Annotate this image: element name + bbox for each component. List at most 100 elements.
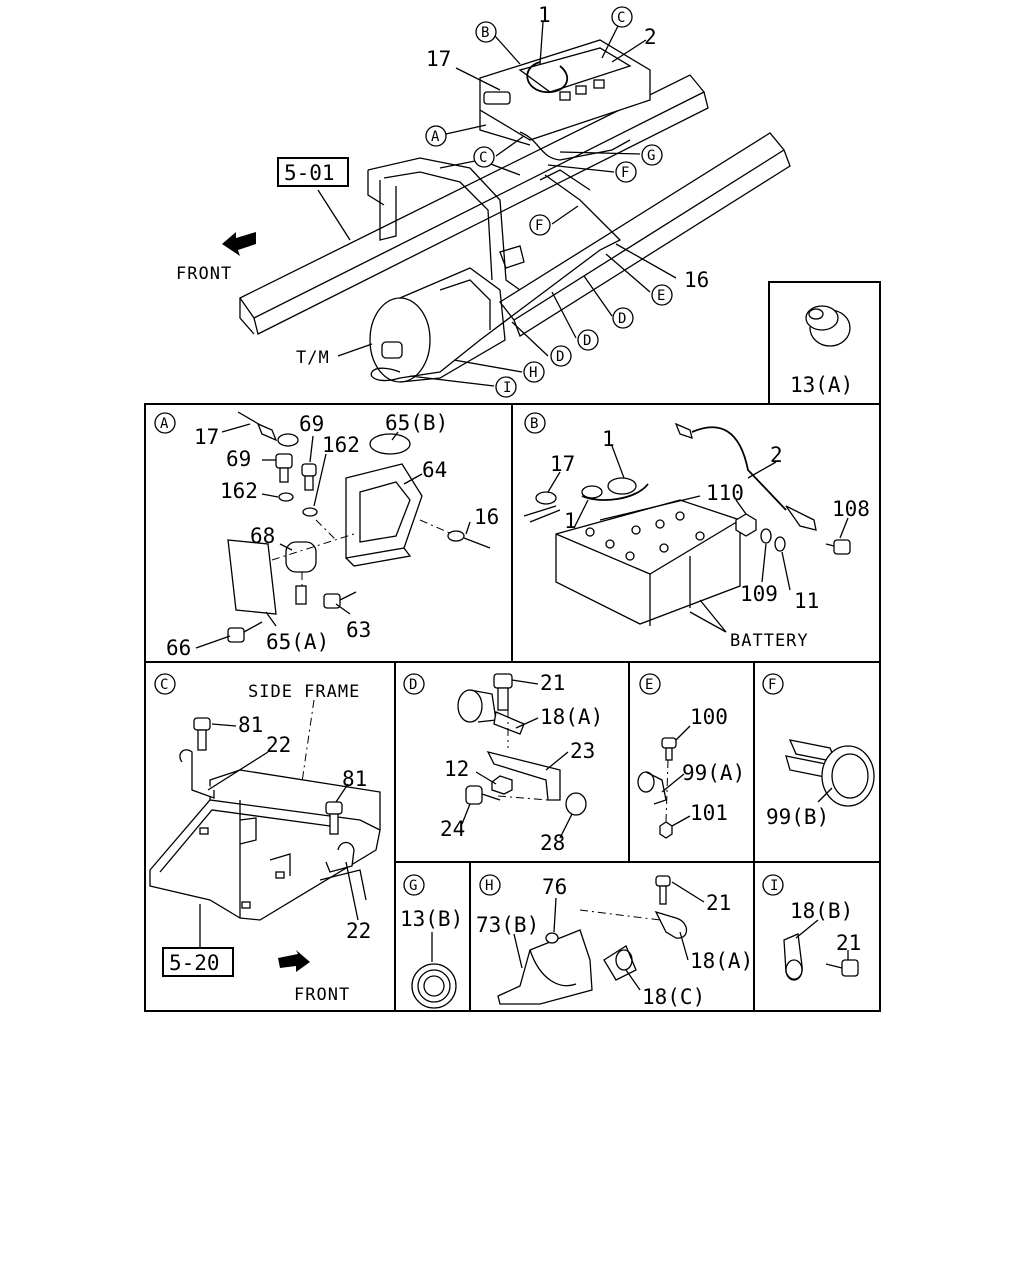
svg-text:G: G — [647, 148, 655, 164]
panel-f-leader — [817, 787, 833, 803]
panel-d-label-28: 28 — [540, 831, 565, 855]
panel-f-label-99b: 99(B) — [766, 805, 829, 829]
panel-d-label-24: 24 — [440, 817, 465, 841]
svg-text:C: C — [160, 677, 168, 693]
tm-label: T/M — [296, 348, 330, 368]
panel-i-id: I — [762, 874, 784, 896]
panel-d-label-21: 21 — [540, 671, 565, 695]
panel-h-id: H — [479, 874, 501, 896]
panel-i-label-21: 21 — [836, 931, 861, 955]
panel-g-id: G — [403, 874, 425, 896]
panel-a-label-63: 63 — [346, 618, 371, 642]
callout-a: A — [425, 125, 447, 147]
svg-text:F: F — [621, 165, 629, 181]
panel-d: D 21 18(A) 23 12 24 28 — [403, 671, 603, 855]
panel-b-label-1-top: 1 — [602, 427, 615, 451]
panel-g: G 13(B) — [400, 874, 463, 1009]
panel-c-label-22-a: 22 — [266, 733, 291, 757]
svg-text:A: A — [160, 416, 169, 432]
panel-g-grommet-drawing — [411, 963, 457, 1009]
panel-13a: 13(A) — [768, 281, 881, 405]
panel-a: A — [154, 411, 499, 660]
panel-g-label-13b: 13(B) — [400, 907, 463, 931]
grommet-drawing — [805, 305, 851, 347]
panel-h-label-73b: 73(B) — [476, 913, 539, 937]
panel-h-drawing — [497, 875, 688, 1005]
panel-b-drawing — [523, 422, 851, 626]
panel-b-label-11: 11 — [794, 589, 819, 613]
panel-c-label-81-a: 81 — [238, 713, 263, 737]
panel-i: I 18(B) 21 — [762, 874, 861, 981]
panel-e-drawing — [637, 737, 677, 839]
front-label: FRONT — [176, 264, 232, 284]
label-17: 17 — [426, 47, 451, 71]
panel-a-label-66: 66 — [166, 636, 191, 660]
panel-a-label-16: 16 — [474, 505, 499, 529]
svg-text:G: G — [409, 878, 417, 894]
callout-h: H — [523, 361, 545, 383]
panel-c-front-label: FRONT — [294, 985, 350, 1005]
chassis-frame-drawing — [239, 39, 791, 383]
panel-d-id: D — [403, 673, 425, 695]
main-view: 1 2 17 16 5-01 FRONT T/M B C A C G F F E… — [176, 3, 791, 398]
panel-i-label-18b: 18(B) — [790, 899, 853, 923]
panel-a-drawing — [227, 411, 491, 643]
panel-a-label-162-a: 162 — [220, 479, 258, 503]
panel-c: C SIDE FRAME — [149, 673, 381, 1005]
panel-b-label-110: 110 — [706, 481, 744, 505]
panel-b-leaders — [547, 445, 849, 633]
panel-e: E 100 99(A) 101 — [637, 673, 745, 839]
panel-f-id: F — [762, 673, 784, 695]
svg-text:I: I — [503, 380, 511, 396]
panel-d-label-12: 12 — [444, 757, 469, 781]
panel-d-label-18a: 18(A) — [540, 705, 603, 729]
panel-a-label-65a: 65(A) — [266, 630, 329, 654]
svg-text:D: D — [583, 333, 591, 349]
svg-text:H: H — [485, 878, 493, 894]
svg-text:D: D — [618, 311, 626, 327]
panel-h-label-18a: 18(A) — [690, 949, 753, 973]
svg-text:A: A — [431, 129, 440, 145]
svg-text:F: F — [535, 218, 543, 234]
panel-c-drawing — [149, 699, 381, 921]
svg-text:B: B — [530, 416, 538, 432]
panel-h: H 76 21 73(B) 18(A) 18(C) — [476, 874, 753, 1009]
svg-text:C: C — [617, 10, 625, 26]
panel-a-label-17: 17 — [194, 425, 219, 449]
panel-b-label-109: 109 — [740, 582, 778, 606]
svg-text:I: I — [770, 878, 778, 894]
panel-d-label-23: 23 — [570, 739, 595, 763]
callout-d-1: D — [612, 307, 634, 329]
callout-i: I — [495, 376, 517, 398]
panel-c-id: C — [154, 673, 176, 695]
panel-a-label-69-b: 69 — [226, 447, 251, 471]
panel-d-drawing — [457, 673, 587, 816]
front-arrow-icon-2 — [278, 950, 310, 972]
panel-e-label-101: 101 — [690, 801, 728, 825]
callout-f-2: F — [529, 214, 551, 236]
ref-box-5-01 — [277, 157, 349, 187]
panel-a-id: A — [154, 412, 176, 434]
panel-b: B — [523, 412, 870, 651]
panel-f: F 99(B) — [762, 673, 875, 829]
svg-text:E: E — [657, 288, 665, 304]
callout-c-mid: C — [473, 146, 495, 168]
panel-b-label-1-low: 1 — [564, 509, 577, 533]
panel-i-leaders — [795, 919, 849, 960]
svg-text:B: B — [481, 25, 489, 41]
panel-a-label-64: 64 — [422, 458, 447, 482]
svg-text:C: C — [479, 150, 487, 166]
side-frame-label: SIDE FRAME — [248, 682, 360, 702]
panel-e-label-99a: 99(A) — [682, 761, 745, 785]
callout-d-3: D — [550, 345, 572, 367]
label-2: 2 — [644, 25, 657, 49]
panel-h-label-21: 21 — [706, 891, 731, 915]
svg-text:D: D — [409, 677, 417, 693]
main-leader-lines — [317, 21, 677, 387]
callout-d-2: D — [577, 329, 599, 351]
detail-grid-frame — [144, 403, 881, 1012]
panel-c-label-22-b: 22 — [346, 919, 371, 943]
panel-e-id: E — [639, 673, 661, 695]
callout-e: E — [651, 284, 673, 306]
callout-g: G — [641, 144, 663, 166]
